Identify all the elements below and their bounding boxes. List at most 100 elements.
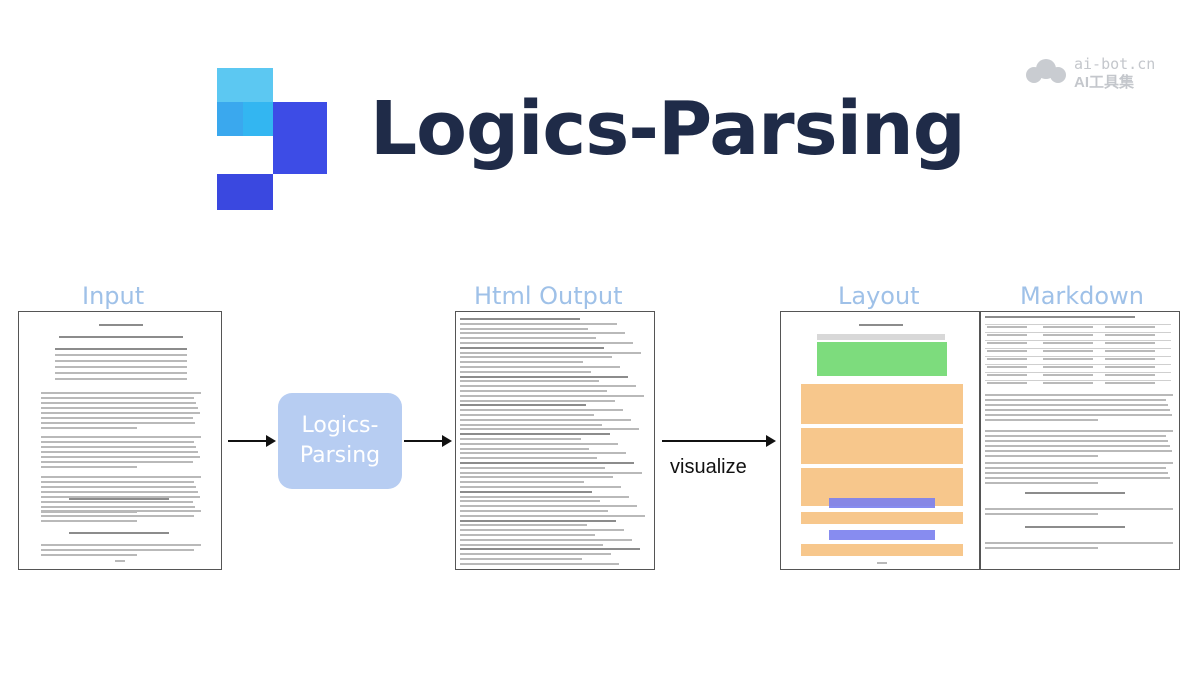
brand-title: Logics-Parsing (370, 86, 966, 172)
md-cell (987, 358, 1027, 360)
html-code-line (460, 514, 645, 517)
text-line (985, 414, 1172, 416)
arrow-model-to-html (404, 435, 452, 447)
text-line (41, 397, 194, 399)
text-line (41, 422, 195, 424)
header-line (99, 324, 143, 326)
html-code-line (460, 385, 636, 388)
layout-text-box (801, 544, 963, 556)
md-cell (1105, 350, 1155, 352)
text-line (41, 441, 194, 443)
text-line (985, 508, 1173, 510)
html-code-line (460, 342, 633, 344)
html-code-line (460, 495, 629, 498)
text-line (985, 430, 1173, 432)
html-code-line (460, 510, 608, 512)
layout-equation-box (829, 498, 935, 508)
md-table-row (985, 332, 1171, 333)
html-code-line (460, 505, 637, 508)
html-output-label: Html Output (474, 282, 623, 310)
html-code-line (460, 452, 626, 455)
table-line (55, 366, 187, 368)
text-line (985, 542, 1173, 544)
arrow-input-to-model (228, 435, 276, 447)
html-code-line (460, 486, 621, 488)
text-line (985, 409, 1170, 411)
text-line (985, 477, 1170, 479)
html-code-line (460, 361, 583, 364)
table-line (55, 348, 187, 350)
md-table-row (985, 380, 1171, 381)
layout-text-box (801, 384, 963, 424)
arrow-visualize (662, 435, 776, 447)
html-code-line (460, 366, 620, 368)
table-line (55, 378, 187, 380)
text-line (985, 462, 1173, 464)
markdown-render-image (980, 311, 1180, 570)
layout-table-box (817, 342, 947, 376)
html-code-line (460, 404, 586, 407)
text-line (41, 466, 137, 468)
text-line (41, 446, 196, 448)
node-label-line1: Logics- (301, 413, 379, 438)
html-code-line (460, 562, 619, 565)
text-line (41, 510, 201, 512)
caption-line (59, 336, 183, 338)
html-code-line (460, 534, 595, 536)
input-document-image (18, 311, 222, 570)
md-cell (1043, 374, 1093, 376)
text-line (41, 461, 193, 463)
html-code-line (460, 462, 634, 464)
md-cell (1105, 334, 1155, 336)
md-table-row (985, 372, 1171, 373)
node-label-line2: Parsing (299, 443, 381, 468)
html-code-line (460, 380, 599, 383)
html-code-line (460, 500, 600, 503)
text-line (41, 436, 201, 438)
html-code-line (460, 375, 628, 378)
text-line (41, 417, 193, 419)
html-code-line (460, 519, 616, 522)
html-code-line (460, 553, 611, 556)
md-table-row (985, 340, 1171, 341)
layout-text-box (801, 512, 963, 524)
md-cell (1105, 366, 1155, 368)
watermark: ai-bot.cn AI工具集 (1022, 55, 1172, 91)
logics-parsing-node: Logics- Parsing (278, 393, 402, 489)
text-line (985, 450, 1172, 452)
html-code-line (460, 471, 642, 474)
text-line (41, 501, 193, 503)
text-line (41, 392, 201, 394)
equation-line (69, 498, 169, 500)
page-number (115, 560, 125, 562)
html-code-line (460, 442, 618, 445)
html-code-line (460, 322, 617, 325)
md-cell (987, 326, 1027, 328)
html-code-line (460, 476, 613, 479)
layout-equation-box (829, 530, 935, 540)
html-code-line (460, 548, 640, 551)
html-code-line (460, 418, 631, 421)
md-cell (1043, 350, 1093, 352)
text-line (985, 455, 1098, 457)
text-line (41, 496, 200, 498)
md-cell (1105, 358, 1155, 360)
text-line (41, 544, 201, 546)
text-line (985, 419, 1098, 421)
html-code-line (460, 356, 612, 359)
text-line (41, 481, 194, 483)
html-code-line (460, 318, 580, 320)
text-line (41, 412, 200, 414)
text-line (985, 513, 1098, 515)
html-code-line (460, 370, 591, 373)
html-code-line (460, 457, 597, 460)
md-cell (1105, 326, 1155, 328)
text-line (41, 402, 196, 404)
html-code-line (460, 524, 587, 527)
md-cell (987, 334, 1027, 336)
html-output-document-image (455, 311, 655, 570)
html-code-line (460, 447, 589, 450)
input-label: Input (82, 282, 145, 310)
md-cell (1043, 334, 1093, 336)
text-line (985, 472, 1168, 474)
